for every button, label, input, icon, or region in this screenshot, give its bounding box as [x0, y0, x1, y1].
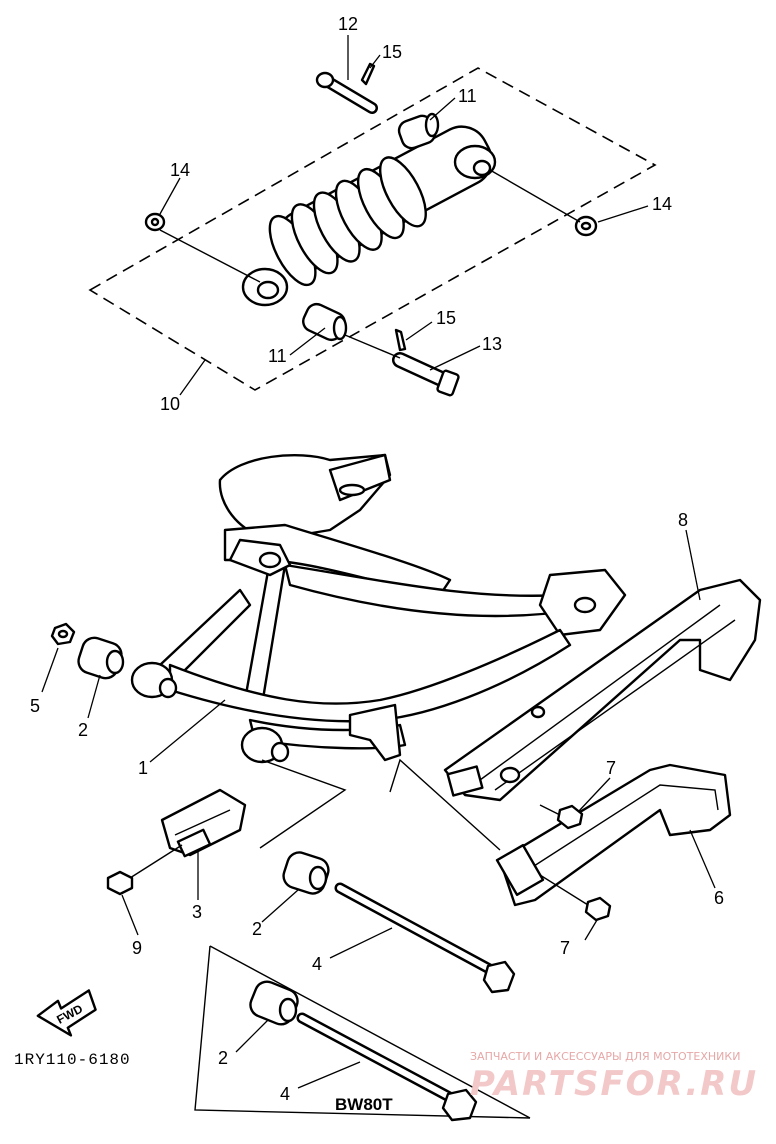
callout-14-right: 14 — [652, 194, 672, 214]
callout-14-left: 14 — [170, 160, 190, 180]
assembly-axis-left — [159, 229, 261, 283]
callout-2-bw80t: 2 — [218, 1048, 228, 1068]
cotter-pin-15-top — [360, 62, 376, 86]
watermark-brand: PARTSFOR.RU — [470, 1064, 758, 1104]
chain-guard-6 — [495, 763, 732, 907]
bushing-2-middle — [282, 851, 330, 895]
callout-7-top: 7 — [606, 758, 616, 778]
assembly-axis-bottom — [344, 334, 401, 359]
callout-7-bottom: 7 — [560, 938, 570, 958]
pivot-shaft-4 — [334, 882, 516, 994]
callout-11-top: 11 — [458, 86, 477, 106]
shock-group-box — [88, 67, 657, 391]
bushing-2-bw80t — [249, 980, 299, 1026]
bolt-9 — [106, 844, 183, 896]
washer-14-right — [574, 215, 598, 237]
callout-3: 3 — [192, 902, 202, 922]
bracket-3 — [160, 788, 247, 858]
callout-11-bottom: 11 — [268, 346, 287, 366]
rear-frame-1 — [158, 453, 627, 762]
callout-1: 1 — [138, 758, 148, 778]
callout-2-middle: 2 — [252, 919, 262, 939]
washer-14-left — [144, 212, 166, 232]
frame-bushing-right — [240, 726, 290, 764]
alignment-line-b — [389, 758, 501, 851]
variant-label: BW80T — [335, 1095, 393, 1114]
callout-4: 4 — [312, 954, 322, 974]
watermark-tagline: ЗАПЧАСТИ И АКСЕССУАРЫ ДЛЯ МОТОТЕХНИКИ — [470, 1050, 740, 1063]
variant-bracket — [194, 945, 531, 1119]
fwd-arrow-icon: FWD — [36, 989, 97, 1037]
diagram-code: 1RY110-6180 — [14, 1051, 131, 1069]
pivot-shaft-4-bw80t — [296, 1012, 478, 1122]
assembly-axis-right — [489, 169, 581, 223]
pin-12 — [315, 71, 378, 114]
callout-8: 8 — [678, 510, 688, 530]
callout-6: 6 — [714, 888, 724, 908]
callout-13: 13 — [482, 334, 502, 354]
variant-bracket-diagonal — [209, 945, 531, 1119]
callout-4-bw80t: 4 — [280, 1084, 290, 1104]
collar-11-top — [397, 112, 440, 150]
alignment-line-a — [259, 759, 347, 849]
bushing-2-left — [77, 636, 125, 680]
callout-12: 12 — [338, 14, 358, 34]
nut-5 — [50, 622, 76, 646]
collar-11-bottom — [302, 302, 348, 342]
callout-10: 10 — [160, 394, 180, 414]
callout-2-left: 2 — [78, 720, 88, 740]
callout-15-top: 15 — [382, 42, 402, 62]
pin-13 — [392, 352, 460, 397]
callout-15-bottom: 15 — [436, 308, 456, 328]
bolt-7-top — [539, 804, 584, 830]
frame-bushing-left — [130, 661, 178, 699]
leader-lines — [41, 35, 716, 1089]
cotter-pin-15-bottom — [394, 328, 407, 352]
callout-5: 5 — [30, 696, 40, 716]
bolt-7-bottom — [539, 874, 612, 922]
rear-shock-absorber — [241, 125, 497, 307]
callout-9: 9 — [132, 938, 142, 958]
chain-case-8 — [443, 578, 762, 802]
